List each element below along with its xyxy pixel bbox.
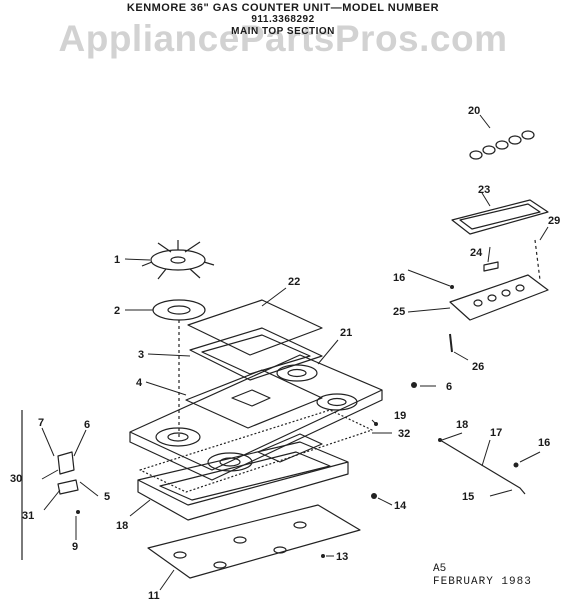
part-control-panel <box>449 274 549 321</box>
callout-25: 25 <box>393 306 405 318</box>
part-burner-bowl <box>152 299 206 321</box>
part-screw <box>438 438 442 442</box>
part-screw <box>411 382 417 388</box>
callout-18: 18 <box>116 520 128 532</box>
part-griddle-plate <box>189 327 323 381</box>
part-insulation-pad <box>147 504 361 579</box>
callout-30: 30 <box>10 473 22 485</box>
callout-13: 13 <box>336 551 348 563</box>
callout-15: 15 <box>462 491 474 503</box>
callout-2: 2 <box>114 305 120 317</box>
part-igniter <box>449 333 453 353</box>
callout-6: 6 <box>446 381 452 393</box>
watermark: AppliancePartsPros.com <box>58 18 508 59</box>
part-main-top <box>129 354 383 481</box>
callout-32: 32 <box>398 428 410 440</box>
callout-18b: 18 <box>456 419 468 431</box>
part-burner-box <box>137 441 349 521</box>
callout-11: 11 <box>148 590 160 600</box>
part-griddle-element <box>185 369 323 429</box>
part-rod <box>439 439 526 495</box>
part-clip <box>483 261 499 272</box>
callout-14: 14 <box>394 500 407 512</box>
callout-24: 24 <box>470 247 483 259</box>
figure-date: FEBRUARY 1983 <box>433 576 532 588</box>
callout-9: 9 <box>72 541 78 553</box>
callout-21: 21 <box>340 327 352 339</box>
callout-22: 22 <box>288 276 300 288</box>
part-screw <box>371 493 377 499</box>
callout-23: 23 <box>478 184 490 196</box>
model-number: 911.3368292 <box>251 14 315 25</box>
part-screw <box>321 554 325 558</box>
callout-31: 31 <box>22 510 34 522</box>
part-screw <box>513 462 519 468</box>
part-screw <box>76 510 80 514</box>
part-bracket <box>57 451 75 475</box>
callout-3: 3 <box>138 349 144 361</box>
callout-16b: 16 <box>538 437 550 449</box>
part-burner-grate <box>141 240 215 280</box>
callout-17: 17 <box>490 427 502 439</box>
part-control-bezel <box>451 199 549 235</box>
diagram-title: KENMORE 36" GAS COUNTER UNIT—MODEL NUMBE… <box>126 2 440 14</box>
section-title: MAIN TOP SECTION <box>231 26 335 37</box>
part-control-knobs <box>469 130 535 160</box>
callout-20: 20 <box>468 105 480 117</box>
callout-5: 5 <box>104 491 110 503</box>
callout-16: 16 <box>393 272 405 284</box>
part-griddle-cover <box>187 299 323 356</box>
figure-code: A5 <box>433 563 447 575</box>
callout-7: 7 <box>38 417 44 429</box>
callout-29: 29 <box>548 215 560 227</box>
callout-19: 19 <box>394 410 406 422</box>
callout-6b: 6 <box>84 419 90 431</box>
part-bottom-panel <box>139 409 373 493</box>
callout-1: 1 <box>114 254 120 266</box>
part-plate <box>57 479 79 495</box>
callout-4: 4 <box>136 377 143 389</box>
part-screw <box>450 285 454 289</box>
callout-26: 26 <box>472 361 484 373</box>
